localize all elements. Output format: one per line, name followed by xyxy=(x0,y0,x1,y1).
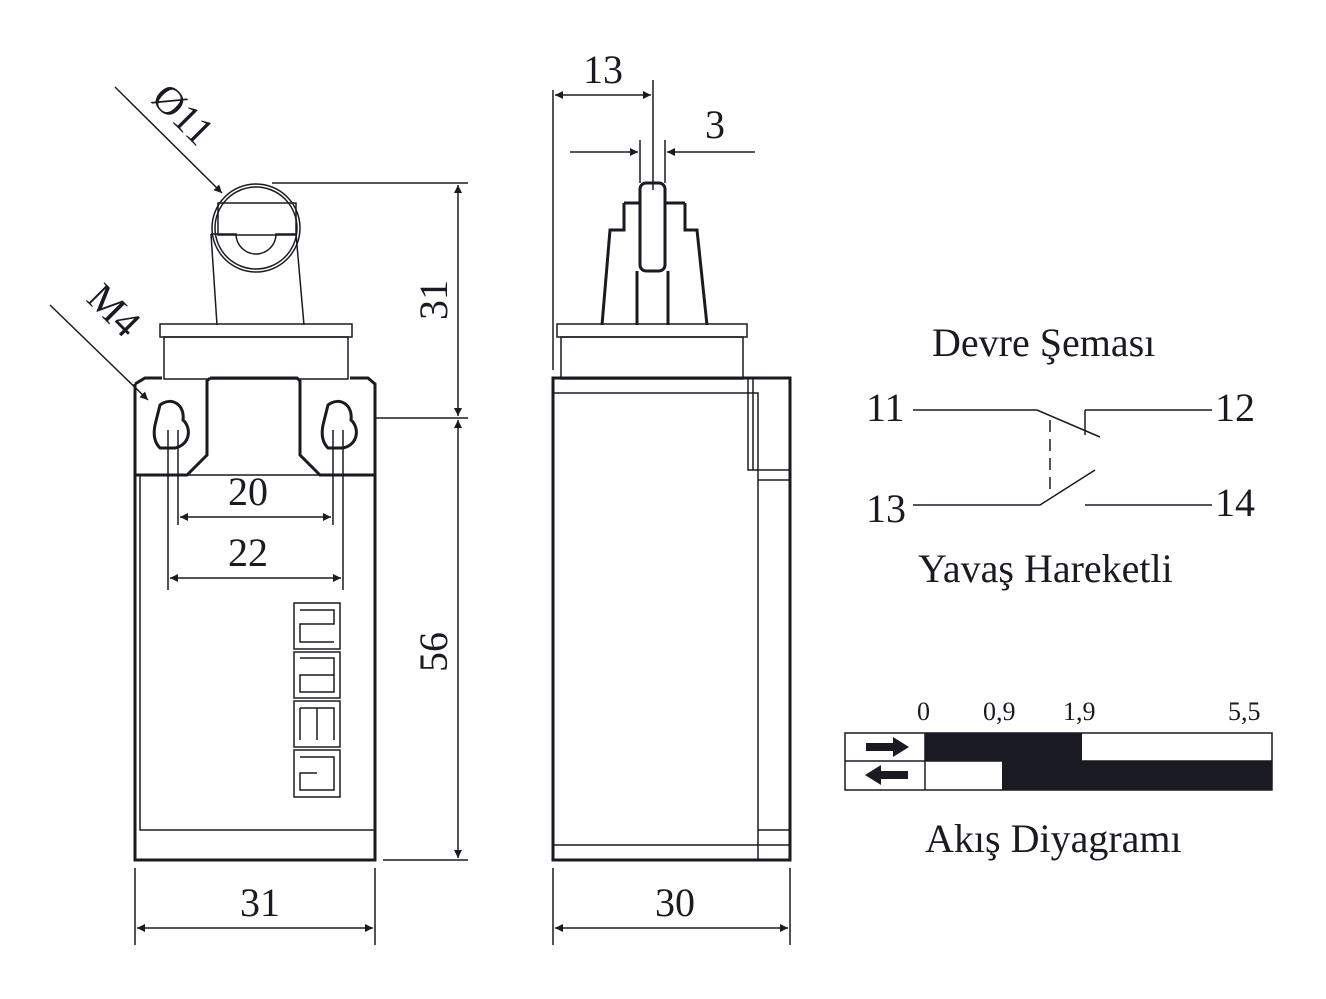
mount-hole-right xyxy=(320,399,358,450)
flow-diagram: 0 0,9 1,9 5,5 Akış Diyagramı xyxy=(844,697,1273,861)
return-contact-closed-bar xyxy=(1002,761,1272,790)
arrow-right-icon xyxy=(866,737,909,757)
terminal-12: 12 xyxy=(1215,385,1255,430)
dim-roller-diameter: Ø11 xyxy=(144,75,223,154)
roller xyxy=(211,183,301,273)
dim-hole-outer: 22 xyxy=(228,530,268,575)
dim-thread: M4 xyxy=(79,275,150,346)
flow-title: Akış Diyagramı xyxy=(925,816,1182,861)
roller-side xyxy=(638,181,667,273)
scale-label-0-9: 0,9 xyxy=(983,697,1016,726)
dim-hole-inner: 20 xyxy=(228,469,268,514)
arrow-left-icon xyxy=(865,765,908,785)
terminal-13: 13 xyxy=(866,486,906,531)
emas-logo xyxy=(293,602,341,798)
plunger xyxy=(210,233,305,326)
dim-offset: 13 xyxy=(583,47,623,92)
scale-label-0: 0 xyxy=(917,697,930,726)
forward-contact-closed-bar xyxy=(925,733,1082,761)
terminal-11: 11 xyxy=(866,385,905,430)
mount-hole-left xyxy=(152,399,190,450)
scale-label-5-5: 5,5 xyxy=(1228,697,1261,726)
dim-roller-width: 3 xyxy=(705,102,725,147)
circuit-diagram: Devre Şeması 11 12 13 14 Yavaş Hareketli xyxy=(866,320,1255,591)
dim-body-height: 56 xyxy=(411,632,456,672)
dim-top-height: 31 xyxy=(411,280,456,320)
side-view: 13 3 30 xyxy=(551,47,792,945)
scale-label-1-9: 1,9 xyxy=(1063,697,1096,726)
terminal-14: 14 xyxy=(1215,480,1255,525)
dim-depth: 30 xyxy=(655,880,695,925)
top-flange xyxy=(159,323,353,338)
circuit-subtitle: Yavaş Hareketli xyxy=(918,546,1173,591)
dim-width: 31 xyxy=(240,880,280,925)
circuit-title: Devre Şeması xyxy=(932,320,1155,365)
front-view: Ø11 M4 31 56 31 20 22 xyxy=(49,75,468,945)
